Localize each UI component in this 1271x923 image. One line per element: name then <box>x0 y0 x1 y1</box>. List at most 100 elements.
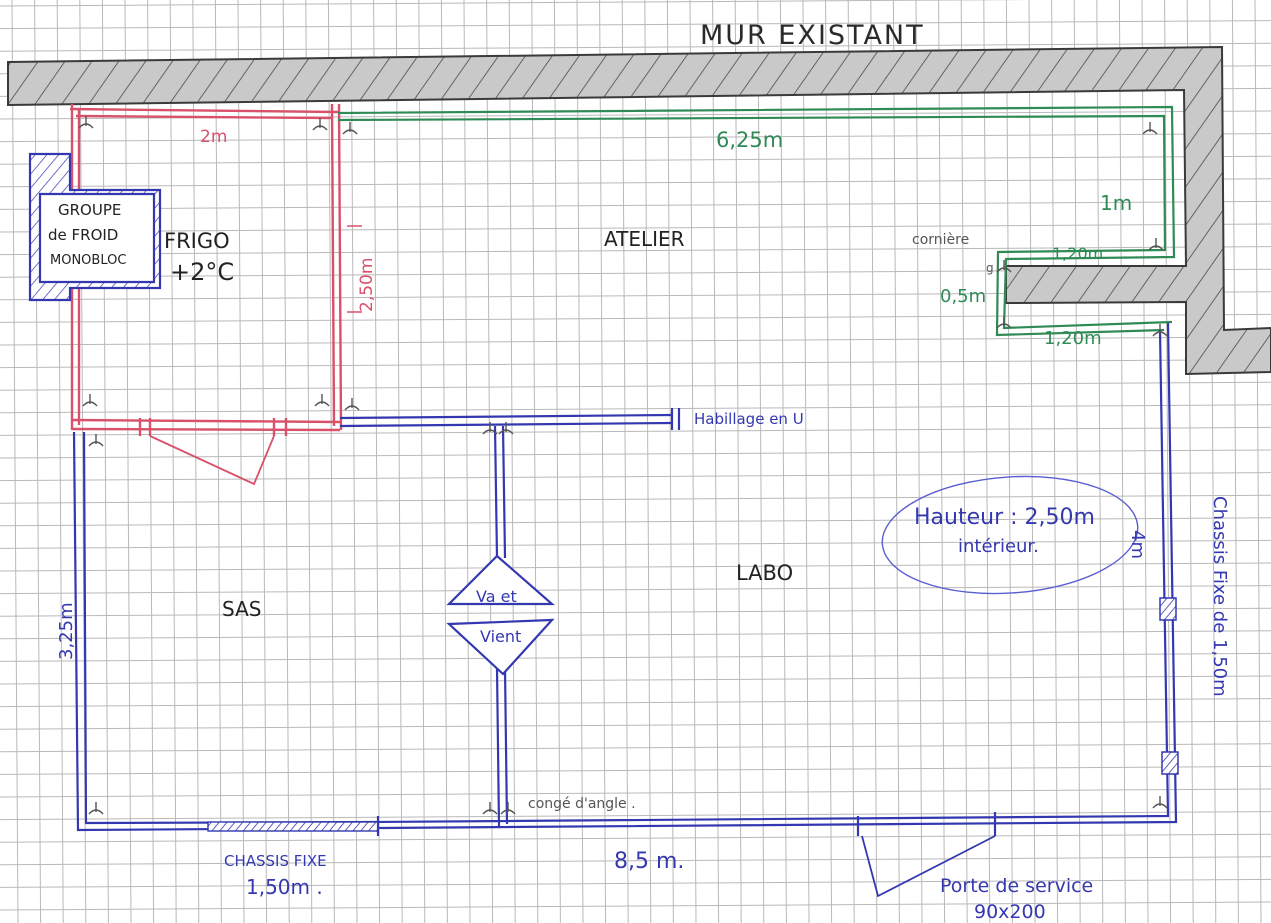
grid-line-horizontal <box>0 901 1271 911</box>
grid-line-horizontal <box>0 811 1271 821</box>
grid-line-vertical <box>169 0 177 923</box>
grid-line-vertical <box>1141 0 1149 923</box>
grid-line-vertical <box>124 0 132 923</box>
conge-mark <box>88 434 104 447</box>
va-et-vient-door <box>446 554 555 676</box>
grid-line-vertical <box>305 0 313 923</box>
dim-sas-height: 3,25m <box>56 602 77 660</box>
grid-line-horizontal <box>0 178 1271 188</box>
conge-mark <box>482 422 498 435</box>
grid-line-vertical <box>644 0 652 923</box>
frigo-walls <box>69 103 343 486</box>
conge-mark <box>314 394 330 407</box>
conge-mark <box>500 802 516 815</box>
grid-line-vertical <box>486 0 494 923</box>
grid-line-horizontal <box>0 426 1271 436</box>
grid-line-vertical <box>463 0 471 923</box>
grid-line-vertical <box>666 0 674 923</box>
room-frigo-name: FRIGO <box>164 229 230 253</box>
grid-line-horizontal <box>0 223 1271 233</box>
grid-line-horizontal <box>0 517 1271 527</box>
dim-frigo-height: 2,50m <box>357 258 377 312</box>
dim-ledge-depth: 0,5m <box>940 286 986 307</box>
conge-mark <box>996 260 1012 273</box>
conge-mark <box>1142 122 1158 135</box>
title: MUR EXISTANT <box>700 20 925 51</box>
grid-line-vertical <box>440 0 448 923</box>
grid-line-horizontal <box>0 652 1271 662</box>
grid-line-horizontal <box>0 675 1271 685</box>
grid-line-horizontal <box>0 246 1271 256</box>
grid-line-vertical <box>1073 0 1081 923</box>
grid-line-vertical <box>147 0 155 923</box>
grid-line-horizontal <box>0 449 1271 459</box>
grid-line-horizontal <box>0 743 1271 753</box>
dim-atelier-length: 6,25m <box>716 128 783 152</box>
annotation-conge: congé d'angle . <box>528 796 636 812</box>
grid-line-vertical <box>712 0 720 923</box>
annotation-habillage: Habillage en U <box>694 410 804 428</box>
grid-line-horizontal <box>0 155 1271 165</box>
room-labo: LABO <box>736 561 793 585</box>
grid-line-horizontal <box>0 585 1271 595</box>
grid-line-horizontal <box>0 404 1271 414</box>
grid-line-vertical <box>915 0 923 923</box>
grid-line-vertical <box>1231 0 1239 923</box>
grid-line-horizontal <box>0 0 1033 7</box>
groupe-line-1: GROUPE <box>58 201 121 219</box>
grid-line-horizontal <box>0 878 1271 888</box>
room-sas: SAS <box>222 597 261 621</box>
conge-mark <box>996 316 1012 329</box>
conge-mark <box>82 394 98 407</box>
annotation-hauteur-1: Hauteur : 2,50m <box>914 505 1095 530</box>
labo-sas-walls <box>72 322 1179 898</box>
grid-line-vertical <box>101 0 109 923</box>
conge-mark <box>1152 796 1168 809</box>
annotation-hauteur-2: intérieur. <box>958 536 1039 557</box>
dim-upper-ledge: 1,20m <box>1052 244 1103 263</box>
conge-mark <box>1148 238 1164 251</box>
grid-line-horizontal <box>0 765 1271 775</box>
annotation-corniere: cornière <box>912 232 969 248</box>
va-et-vient-bottom: Vient <box>480 627 521 646</box>
grid-line-horizontal <box>0 359 1271 369</box>
grid-line-vertical <box>282 0 290 923</box>
grid-line-vertical <box>576 0 584 923</box>
grid-line-vertical <box>531 0 539 923</box>
grid-line-horizontal <box>0 562 1271 572</box>
grid-line-horizontal <box>0 833 1271 843</box>
grid-line-vertical <box>214 0 222 923</box>
annotation-chassis-bottom-1: CHASSIS FIXE <box>224 852 327 870</box>
groupe-line-2: de FROID <box>48 226 118 244</box>
grid-line-vertical <box>689 0 697 923</box>
dim-frigo-width: 2m <box>200 127 227 147</box>
va-et-vient-top: Va et <box>476 587 517 606</box>
conge-mark <box>498 422 514 435</box>
room-frigo-temp: +2°C <box>170 258 234 286</box>
grid-line-vertical <box>938 0 946 923</box>
grid-line-horizontal <box>0 607 1271 617</box>
grid-line-vertical <box>192 0 200 923</box>
room-atelier: ATELIER <box>604 227 685 251</box>
conge-mark <box>1152 324 1168 337</box>
conge-corner-marks <box>78 116 1168 815</box>
grid-line-horizontal <box>0 539 1271 549</box>
dim-bottom-length: 8,5 m. <box>614 849 684 874</box>
grid-line-vertical <box>621 0 629 923</box>
grid-line-vertical <box>1028 0 1036 923</box>
groupe-de-froid-unit <box>28 152 162 302</box>
grid-line-horizontal <box>0 133 1271 143</box>
grid-line-vertical <box>11 0 19 923</box>
grid-line-horizontal <box>0 336 1271 346</box>
annotation-chassis-bottom-2: 1,50m . <box>246 875 323 899</box>
annotation-porte-1: Porte de service <box>940 875 1093 897</box>
grid-line-vertical <box>599 0 607 923</box>
grid-line-horizontal <box>0 381 1271 391</box>
conge-mark <box>344 398 360 411</box>
grid-line-horizontal <box>0 720 1271 730</box>
grid-line-vertical <box>508 0 516 923</box>
grid-line-horizontal <box>0 20 1271 30</box>
grid-line-vertical <box>418 0 426 923</box>
grid-line-vertical <box>237 0 245 923</box>
